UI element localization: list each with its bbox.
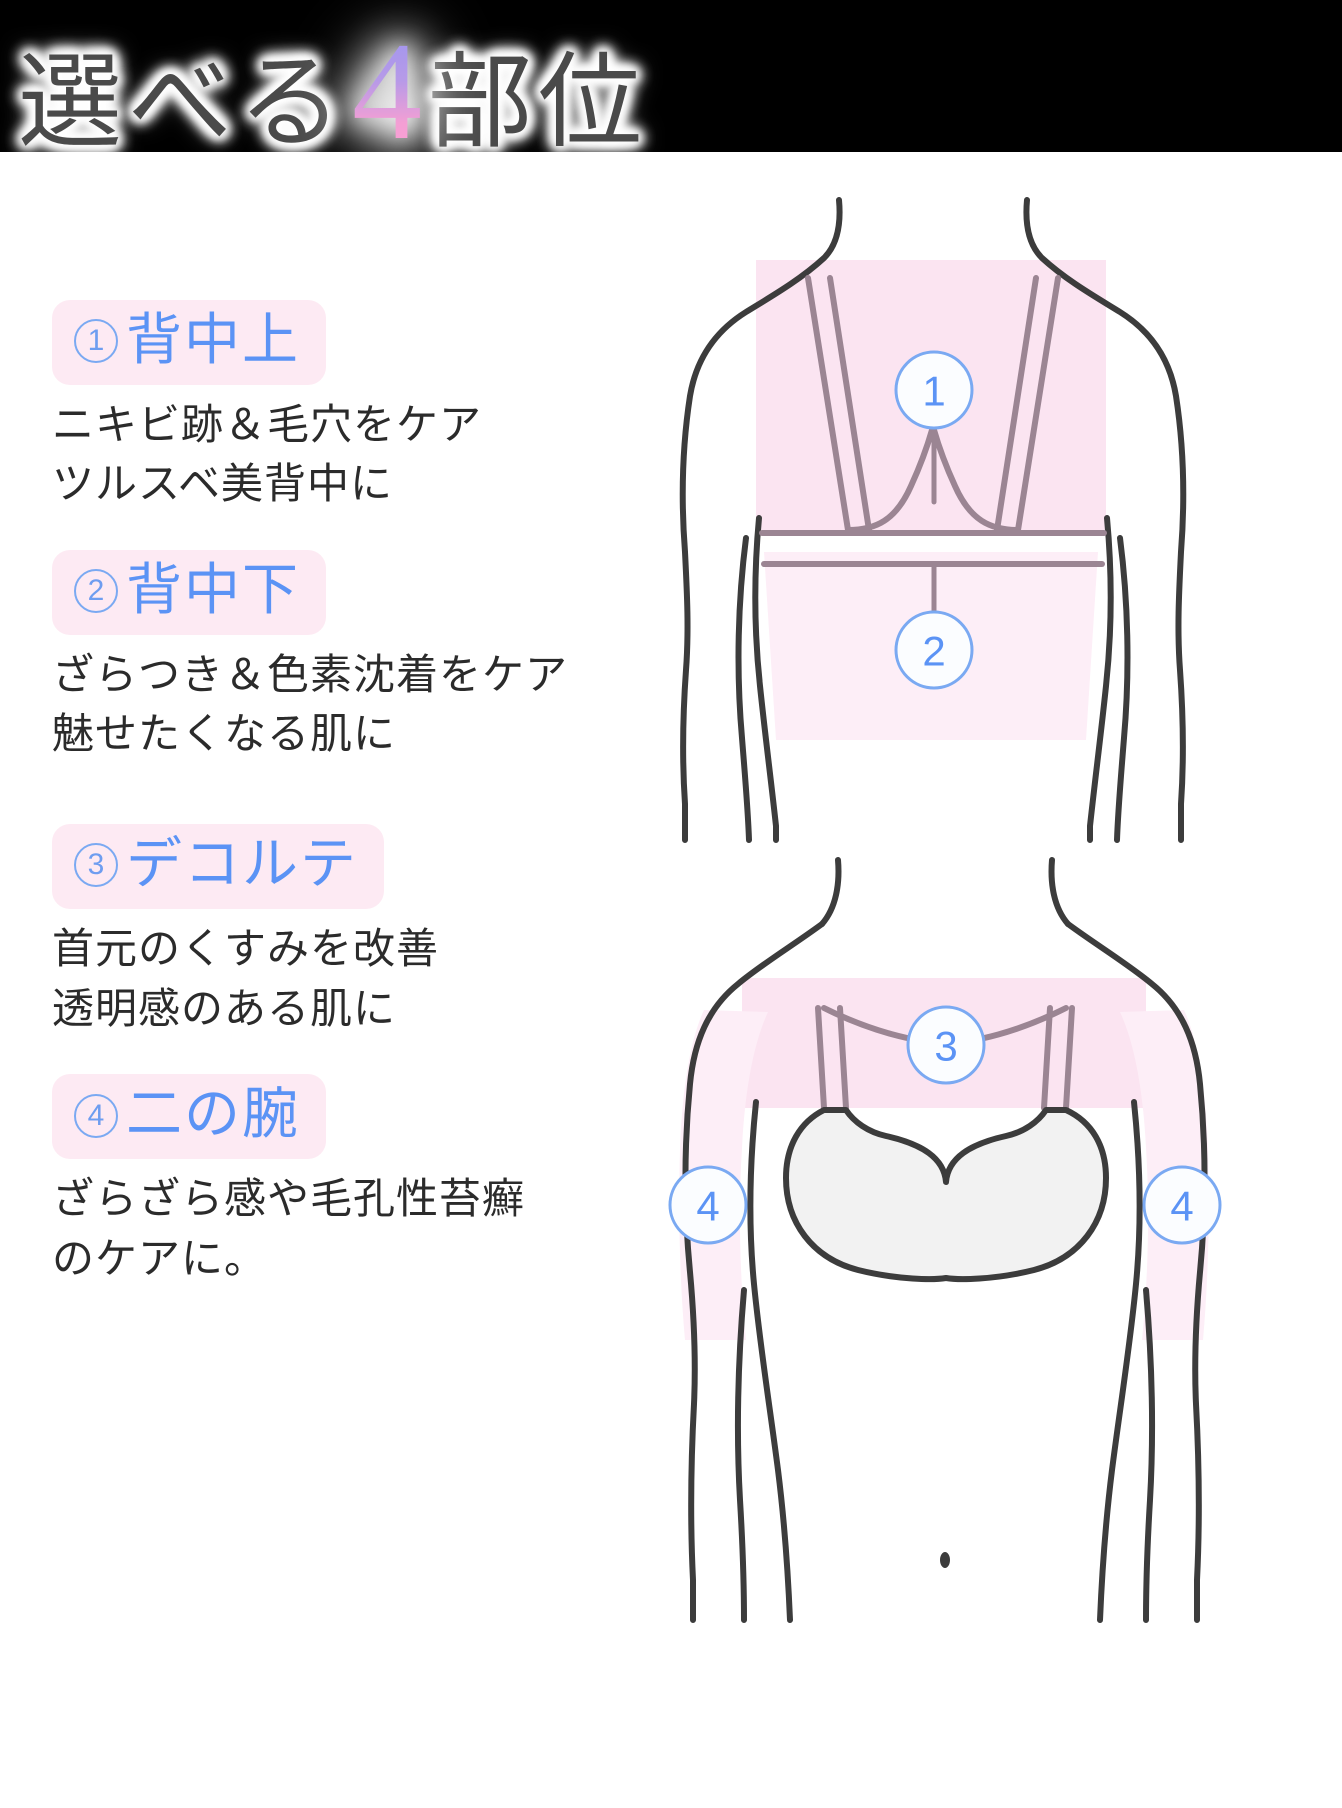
marker-2: 2 <box>894 610 974 690</box>
area-desc-line2-4: のケアに。 <box>52 1236 268 1283</box>
marker-4-right: 4 <box>1142 1165 1222 1245</box>
title-prefix: 選べる <box>18 46 349 161</box>
area-item-3: 3 デコルテ 首元のくすみを改善 透明感のある肌に <box>52 824 612 1040</box>
title-suffix: 部位 <box>428 46 649 161</box>
bra-strap-left-outer <box>805 275 851 533</box>
torso-right-outline <box>1087 515 1114 843</box>
left-arm-outline <box>679 197 843 843</box>
area-desc-line2-1: ツルスベ美背中に <box>52 462 394 509</box>
area-number-badge-4: 4 <box>74 1093 118 1138</box>
bra-strap-right-outer <box>1063 1005 1075 1111</box>
area-description-1: ニキビ跡＆毛穴をケア ツルスベ美背中に <box>52 397 612 516</box>
area-pill-4: 4 二の腕 <box>52 1074 326 1159</box>
area-desc-line1-1: ニキビ跡＆毛穴をケア <box>52 402 483 449</box>
marker-1: 1 <box>894 350 974 430</box>
area-item-2: 2 背中下 ざらつき＆色素沈着をケア 魅せたくなる肌に <box>52 550 612 766</box>
right-arm-inner <box>1143 1287 1156 1623</box>
area-item-4: 4 二の腕 ざらざら感や毛孔性苔癬 のケアに。 <box>52 1074 612 1290</box>
illustration-column: 1 2 <box>586 197 1306 1623</box>
bra-strap-right-outer <box>1015 275 1061 533</box>
area-number-badge-1: 1 <box>74 319 118 364</box>
marker-1-label: 1 <box>922 368 945 415</box>
area-item-1: 1 背中上 ニキビ跡＆毛穴をケア ツルスベ美背中に <box>52 300 612 516</box>
bra-strap-left-inner <box>827 275 872 533</box>
marker-3-label: 3 <box>934 1023 957 1070</box>
right-arm-outline <box>1023 197 1187 843</box>
area-pill-2: 2 背中下 <box>52 550 326 635</box>
area-number-badge-3: 3 <box>74 843 118 888</box>
bra-back-curve-right <box>931 427 1021 533</box>
marker-4-left-label: 4 <box>696 1183 719 1230</box>
left-arm-inner <box>734 1287 747 1623</box>
marker-4-right-label: 4 <box>1170 1183 1193 1230</box>
navel-mark <box>940 1552 950 1568</box>
marker-4-left: 4 <box>668 1165 748 1245</box>
back-body-diagram: 1 2 <box>586 197 1306 843</box>
left-arm-inner <box>735 535 752 843</box>
right-arm-inner <box>1114 535 1131 843</box>
bra-back-curve-left <box>845 427 935 533</box>
area-desc-line2-3: 透明感のある肌に <box>52 986 397 1033</box>
bra-strap-right-inner <box>1041 1005 1053 1111</box>
torso-right-outline <box>1097 1099 1143 1623</box>
area-desc-line1-2: ざらつき＆色素沈着をケア <box>52 652 569 699</box>
neck-right-outline <box>1048 857 1071 927</box>
area-pill-1: 1 背中上 <box>52 300 326 385</box>
neck-left-outline <box>819 857 842 927</box>
bra-strap-left-outer <box>815 1005 827 1111</box>
page-title: 選べる 4 部位 <box>18 22 648 162</box>
area-desc-line1-3: 首元のくすみを改善 <box>52 926 440 973</box>
area-label-1: 背中上 <box>126 310 300 372</box>
area-description-4: ざらざら感や毛孔性苔癬 のケアに。 <box>52 1171 612 1290</box>
area-desc-line2-2: 魅せたくなる肌に <box>52 712 397 759</box>
area-list: 1 背中上 ニキビ跡＆毛穴をケア ツルスベ美背中に 2 背中下 ざらつき＆色素沈… <box>52 300 612 1290</box>
bra-strap-right-inner <box>994 275 1039 533</box>
area-description-2: ざらつき＆色素沈着をケア 魅せたくなる肌に <box>52 647 612 766</box>
area-desc-line1-4: ざらざら感や毛孔性苔癬 <box>52 1176 526 1223</box>
bra-cups <box>783 1107 1109 1283</box>
marker-3: 3 <box>906 1005 986 1085</box>
area-number-badge-2: 2 <box>74 569 118 614</box>
marker-2-label: 2 <box>922 628 945 675</box>
area-description-3: 首元のくすみを改善 透明感のある肌に <box>52 921 612 1040</box>
bra-strap-left-inner <box>837 1005 849 1111</box>
area-label-3: デコルテ <box>126 834 358 897</box>
area-label-4: 二の腕 <box>126 1084 300 1147</box>
title-number: 4 <box>352 14 423 169</box>
area-pill-3: 3 デコルテ <box>52 824 384 909</box>
torso-left-outline <box>752 515 779 843</box>
torso-left-outline <box>747 1099 793 1623</box>
front-body-diagram: 3 4 4 <box>586 857 1306 1623</box>
area-label-2: 背中下 <box>126 560 300 623</box>
